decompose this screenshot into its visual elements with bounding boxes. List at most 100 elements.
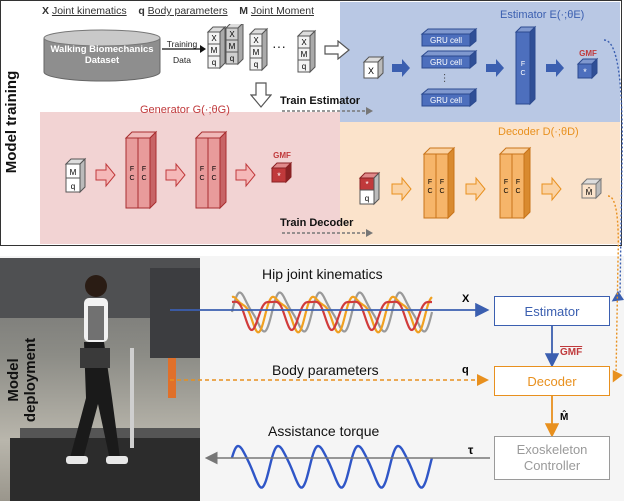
assistance-torque-plot bbox=[230, 444, 434, 489]
data-cube-label: q bbox=[212, 58, 216, 67]
arrow-est-2 bbox=[486, 59, 504, 77]
legend-q-symbol: q bbox=[138, 5, 145, 17]
arrow-dec-1 bbox=[391, 176, 412, 202]
estimator-input-x: X bbox=[368, 66, 374, 76]
body-parameters-label: Body parameters bbox=[272, 362, 379, 378]
generator-input-cube: M q bbox=[64, 157, 87, 194]
generator-fc-block-2: F C F C bbox=[194, 130, 228, 210]
generator-gmf-cube: * bbox=[270, 161, 293, 184]
decoder-title: Decoder D(·;θD) bbox=[498, 126, 579, 138]
estimator-deploy-dotted bbox=[603, 39, 624, 302]
generator-title: Generator G(·;θG) bbox=[140, 104, 230, 116]
decoder-input-star: * bbox=[365, 180, 368, 189]
estimator-fc-layer: F C bbox=[514, 25, 537, 106]
generator-input-m: M bbox=[70, 168, 77, 177]
legend-m-symbol: M bbox=[239, 5, 249, 17]
torque-wave bbox=[230, 444, 434, 489]
estimator-box[interactable]: Estimator bbox=[494, 296, 610, 326]
arrow-est-1 bbox=[392, 59, 410, 77]
training-data-arrow bbox=[162, 45, 206, 53]
hip-wave-orange bbox=[231, 295, 433, 334]
data-cube-side bbox=[237, 24, 244, 66]
dec-fc1-f2: F bbox=[440, 179, 444, 186]
arrow-label-tau: τ bbox=[468, 443, 474, 457]
gen-fc1-f2: F bbox=[142, 166, 146, 173]
dec-fc2-f1: F bbox=[504, 179, 508, 186]
gru-cell-3: GRU cell bbox=[420, 87, 478, 108]
estimator-gmf-cube: * bbox=[576, 57, 599, 80]
arrow-gen-1 bbox=[95, 162, 116, 188]
data-cube-stack: XMq bbox=[224, 24, 244, 66]
gen-fc2-c1: C bbox=[199, 175, 204, 182]
data-cube-stack: XMq bbox=[248, 27, 269, 72]
dec-fc2-c2: C bbox=[515, 188, 520, 195]
data-cube-label: X bbox=[211, 34, 217, 43]
train-estimator-arrow bbox=[282, 107, 373, 115]
data-cube-label: M bbox=[211, 46, 218, 55]
generator-network: M q F C F C F C F C GMF * bbox=[64, 130, 293, 210]
decoder-input-q: q bbox=[365, 194, 369, 203]
data-cube-label: X bbox=[301, 38, 307, 47]
estimator-title: Estimator E(·;θE) bbox=[500, 9, 585, 21]
walking-person-illustration bbox=[0, 258, 200, 501]
generator-gmf-star: * bbox=[277, 171, 281, 181]
estimator-gmf-star: * bbox=[583, 67, 587, 77]
data-cube-stack: XMq bbox=[206, 25, 227, 70]
arrow-label-q: q bbox=[462, 364, 469, 376]
decoder-fc-block-2: F C F C bbox=[498, 146, 532, 220]
training-data-label: Training Data bbox=[166, 39, 198, 65]
legend-x-label: Joint kinematics bbox=[51, 5, 127, 17]
data-cube-label: M bbox=[301, 50, 308, 59]
data-cube-side bbox=[219, 25, 226, 70]
generator-gmf-label: GMF bbox=[273, 151, 291, 160]
dec-fc2-f2: F bbox=[516, 179, 520, 186]
data-cube-label: X bbox=[229, 30, 235, 39]
gen-fc2-c2: C bbox=[211, 175, 216, 182]
data-ellipsis: ··· bbox=[272, 38, 286, 54]
data-cube-label: q bbox=[230, 54, 234, 63]
estimator-region bbox=[340, 2, 620, 122]
decoder-output-mhat: M̂ bbox=[586, 188, 593, 197]
estimator-fc-f: F bbox=[521, 61, 525, 68]
gen-fc1-f1: F bbox=[130, 166, 134, 173]
legend-m-label: Joint Moment bbox=[250, 5, 314, 17]
arrow-label-gmf: GMF bbox=[560, 347, 583, 358]
estimator-input-cube: X bbox=[362, 55, 385, 80]
hollow-arrow-down bbox=[250, 82, 272, 108]
arrow-est-3 bbox=[546, 59, 564, 77]
data-cube-label: q bbox=[302, 62, 306, 71]
data-cube-top bbox=[224, 24, 243, 29]
legend-q-label: Body parameters bbox=[147, 5, 228, 17]
legend: X Joint kinematics q Body parameters M J… bbox=[42, 5, 314, 17]
train-decoder-label: Train Decoder bbox=[280, 217, 354, 229]
gen-fc2-f2: F bbox=[212, 166, 216, 173]
gru-cell-3-label: GRU cell bbox=[430, 96, 462, 105]
gen-fc1-c1: C bbox=[129, 175, 134, 182]
hip-wave-red bbox=[231, 300, 432, 332]
gru-cell-1: GRU cell bbox=[420, 27, 478, 48]
dec-fc1-c2: C bbox=[439, 188, 444, 195]
estimator-gmf-label: GMF bbox=[579, 49, 597, 58]
exoskeleton-controller-box[interactable]: Exoskeleton Controller bbox=[494, 436, 610, 480]
gen-fc1-c2: C bbox=[141, 175, 146, 182]
arrow-dec-2 bbox=[465, 176, 486, 202]
decoder-box[interactable]: Decoder bbox=[494, 366, 610, 396]
decoder-output-cube: M̂ bbox=[580, 177, 603, 200]
data-cube-label: X bbox=[253, 36, 259, 45]
train-estimator-label: Train Estimator bbox=[280, 95, 361, 107]
decoder-fc-block-1: F C F C bbox=[422, 146, 456, 220]
exoskeleton-photo bbox=[0, 258, 200, 501]
dataset-title: Walking Biomechanics Dataset bbox=[50, 44, 154, 66]
legend-x-symbol: X bbox=[42, 5, 50, 17]
exo-controller-line1: Exoskeleton bbox=[516, 442, 588, 457]
arrow-label-mhat: M̂ bbox=[560, 412, 569, 423]
data-cube-label: M bbox=[229, 42, 236, 51]
hollow-arrow-right bbox=[324, 40, 350, 60]
generator-fc-block-1: F C F C bbox=[124, 130, 158, 210]
hip-wave-gray bbox=[230, 291, 434, 333]
decoder-deploy-dotted bbox=[607, 195, 623, 383]
hip-kinematics-label: Hip joint kinematics bbox=[262, 266, 383, 282]
gru-cell-2: GRU cell bbox=[420, 49, 478, 70]
dec-fc2-c1: C bbox=[503, 188, 508, 195]
